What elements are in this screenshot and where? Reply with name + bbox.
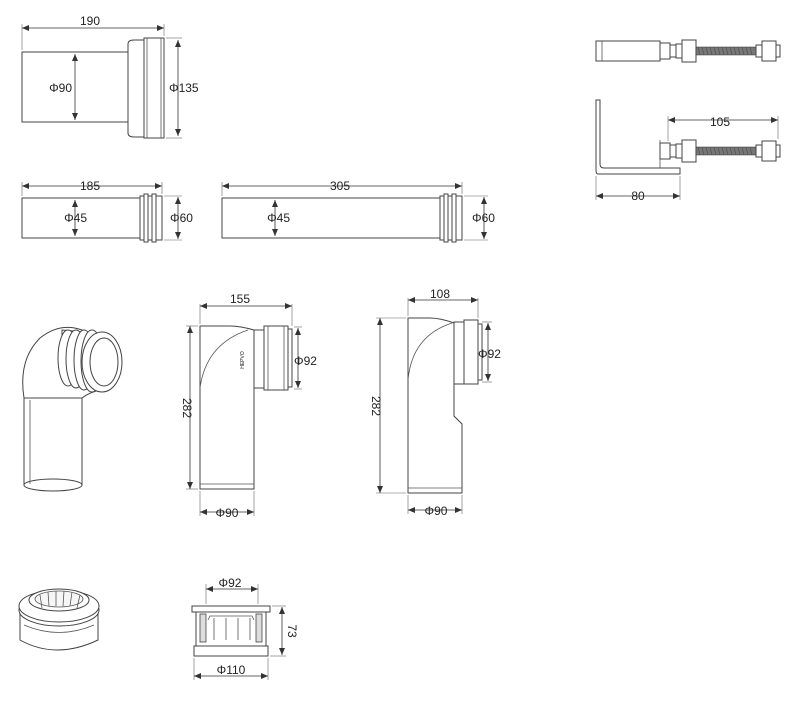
dim-label-73: 73 [285,624,299,638]
dim-label-phi92-offset: Φ92 [478,347,501,361]
flush-pipe-short [21,182,182,243]
dim-label-phi60-long: Φ60 [472,211,495,225]
fixing-bracket-bolt [595,99,781,200]
bend-connector-side [186,303,302,516]
dim-label-phi92-seal: Φ92 [219,576,242,590]
dim-label-phi90: Φ90 [49,81,72,95]
dim-label-phi135: Φ135 [169,81,199,95]
fixing-bolt-top [595,39,781,63]
seal-adaptor-side [191,584,286,680]
dim-label-305: 305 [330,179,350,193]
dim-label-phi45-long: Φ45 [267,211,290,225]
bend-connector-offset [376,297,492,514]
flush-pipe-long [221,182,488,243]
dim-label-185: 185 [80,179,100,193]
dim-label-282-offset: 282 [369,396,383,416]
dim-label-155: 155 [230,292,250,306]
dim-label-phi90-side: Φ90 [216,506,239,520]
dim-label-190: 190 [80,14,100,28]
pan-connector-straight [21,24,182,139]
dim-label-105: 105 [710,115,730,129]
dim-label-phi90-offset: Φ90 [425,504,448,518]
bend-connector-3d [22,326,123,492]
dim-label-phi45-short: Φ45 [64,211,87,225]
dim-label-phi60-short: Φ60 [170,211,193,225]
dim-label-108: 108 [430,287,450,301]
dim-label-phi92-side: Φ92 [294,354,317,368]
seal-adaptor-3d [18,588,100,651]
dim-label-282-side: 282 [180,398,194,418]
dim-label-80: 80 [631,189,645,203]
dim-label-phi110: Φ110 [217,663,246,677]
product-stamp: HEPVO [240,351,246,369]
